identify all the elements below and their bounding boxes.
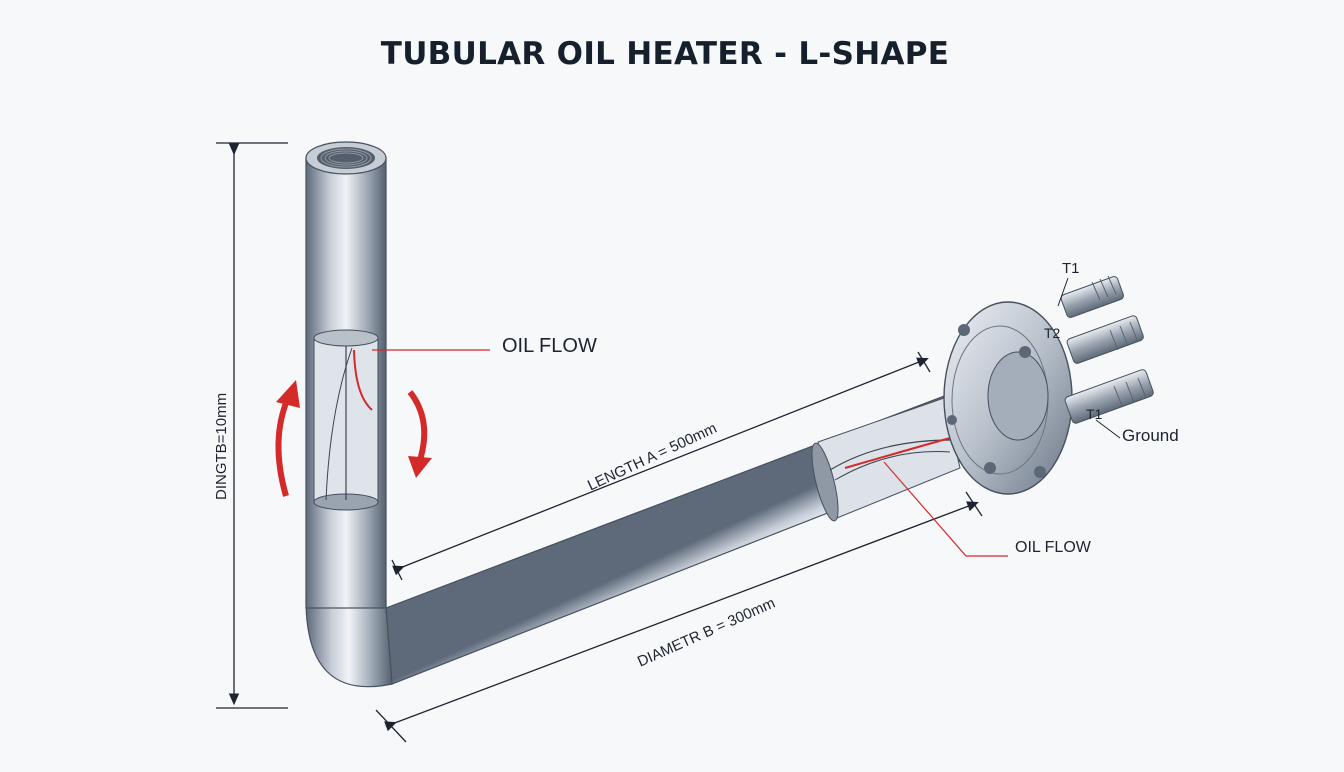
vertical-cutaway-window	[313, 329, 379, 511]
terminal-studs	[1060, 275, 1154, 424]
terminal-2-label: T2	[1044, 325, 1061, 341]
vertical-dimension-label: DINGTB=10mm	[213, 392, 230, 500]
ground-leader	[1095, 419, 1121, 439]
flow-arrow-up	[275, 396, 291, 497]
flow-arrow-up-head	[276, 380, 300, 408]
diagram-title: TUBULAR OIL HEATER - L-SHAPE	[380, 36, 950, 72]
mounting-flange	[943, 301, 1073, 495]
flow-arrow-down-head	[408, 456, 432, 478]
oil-flow-bottom-leader	[883, 461, 1008, 557]
diameter-dimension-line	[375, 491, 983, 743]
oil-flow-label-top: OIL FLOW	[502, 335, 597, 357]
horizontal-cutaway-window	[811, 397, 961, 522]
oil-flow-label-bottom: OIL FLOW	[1015, 539, 1091, 556]
terminal-3-label: T1	[1086, 406, 1103, 422]
terminal-1-leader	[1057, 277, 1069, 307]
vertical-dimension-line	[216, 142, 288, 709]
terminal-1-label: T1	[1062, 260, 1080, 277]
flow-arrow-down	[407, 390, 428, 461]
pipe-elbow	[305, 599, 393, 688]
ground-label: Ground	[1122, 426, 1179, 445]
